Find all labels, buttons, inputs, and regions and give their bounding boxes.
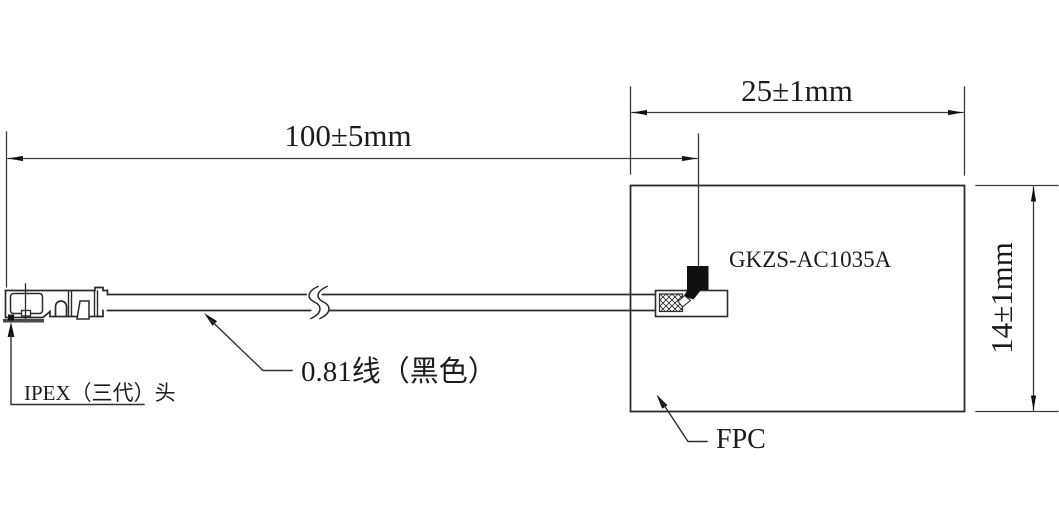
cable-label-text: 0.81线（黑色） xyxy=(301,355,497,388)
connector-bottom-edge xyxy=(4,289,104,319)
cable-length-dimension-text: 100±5mm xyxy=(284,118,411,153)
break-curve-left xyxy=(308,285,321,320)
coax-cable xyxy=(106,285,657,320)
leader-line xyxy=(10,333,145,406)
leader-arrowhead-icon xyxy=(7,322,15,337)
solder-joint xyxy=(683,287,701,300)
arrowhead-right-icon xyxy=(682,155,697,162)
leader-line xyxy=(209,318,293,372)
leader-line xyxy=(660,399,708,443)
ipex-connector xyxy=(3,283,109,323)
fpc-outline xyxy=(629,184,966,413)
dim-fpc-height: 14±1mm xyxy=(975,184,1059,413)
connector-strain-relief xyxy=(76,300,90,320)
fpc-label-text: FPC xyxy=(716,424,766,455)
part-number-text: GKZS-AC1035A xyxy=(729,247,892,272)
connector-label-text: IPEX（三代）头 xyxy=(24,381,176,405)
arrowhead-left-icon xyxy=(8,155,23,162)
callout-fpc: FPC xyxy=(656,394,766,455)
callout-cable: 0.81线（黑色） xyxy=(204,313,497,388)
dim-cable-length: 100±5mm xyxy=(5,118,698,288)
fpc-width-dimension-text: 25±1mm xyxy=(741,73,853,108)
extension-lines xyxy=(629,86,966,176)
connector-arch-detail xyxy=(54,300,68,318)
fpc-height-dimension-text: 14±1mm xyxy=(984,242,1019,354)
antenna-feed-block xyxy=(654,133,729,318)
extension-lines xyxy=(975,184,1059,413)
center-pin xyxy=(677,294,692,308)
connector-rib-lines xyxy=(67,290,99,317)
connector-base-bar xyxy=(3,319,44,323)
cable-break-symbol xyxy=(308,285,330,320)
callout-connector: IPEX（三代）头 xyxy=(7,322,176,406)
solder-pad-square xyxy=(687,266,709,290)
break-curve-right xyxy=(317,285,330,320)
dim-fpc-width: 25±1mm xyxy=(629,73,966,176)
arrowhead-left-icon xyxy=(632,109,647,116)
arrowhead-right-icon xyxy=(948,109,963,116)
arrowhead-down-icon xyxy=(1030,395,1037,411)
arrowhead-up-icon xyxy=(1030,186,1037,202)
fpc-body-rect xyxy=(629,184,966,413)
connector-contact-pad xyxy=(8,314,14,321)
